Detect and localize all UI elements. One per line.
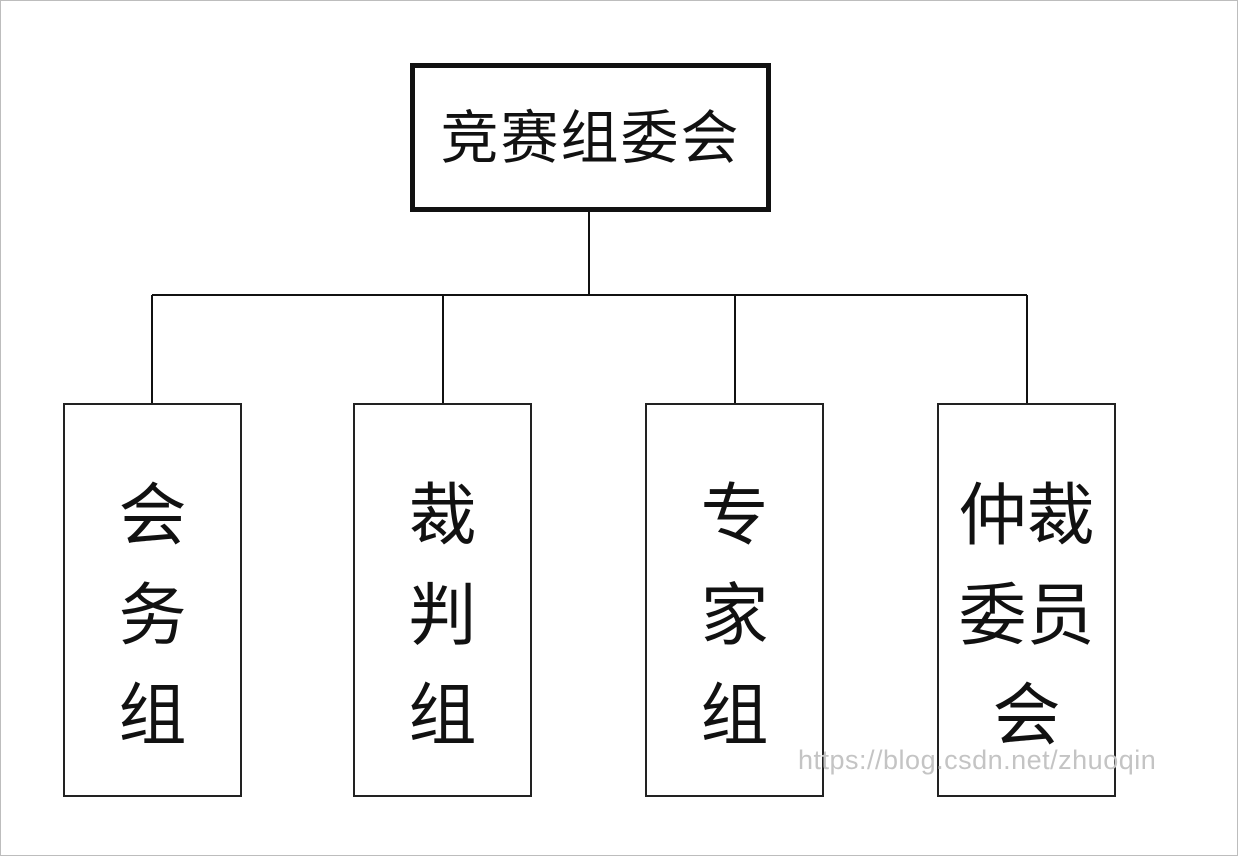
root-node: 竞赛组委会	[410, 63, 771, 212]
child-node-label: 仲裁委员会	[958, 477, 1095, 756]
child-node-zhuanjia: 专家组	[645, 403, 824, 797]
root-node-label: 竞赛组委会	[440, 103, 741, 172]
child-node-zhongcai: 仲裁委员会	[937, 403, 1116, 797]
child-node-caipan: 裁判组	[353, 403, 532, 797]
child-node-label: 会务组	[118, 477, 187, 756]
child-node-label: 裁判组	[408, 477, 477, 756]
child-node-label: 专家组	[700, 477, 769, 756]
watermark-text: https://blog.csdn.net/zhuoqin	[798, 745, 1157, 775]
child-node-huiwu: 会务组	[63, 403, 242, 797]
